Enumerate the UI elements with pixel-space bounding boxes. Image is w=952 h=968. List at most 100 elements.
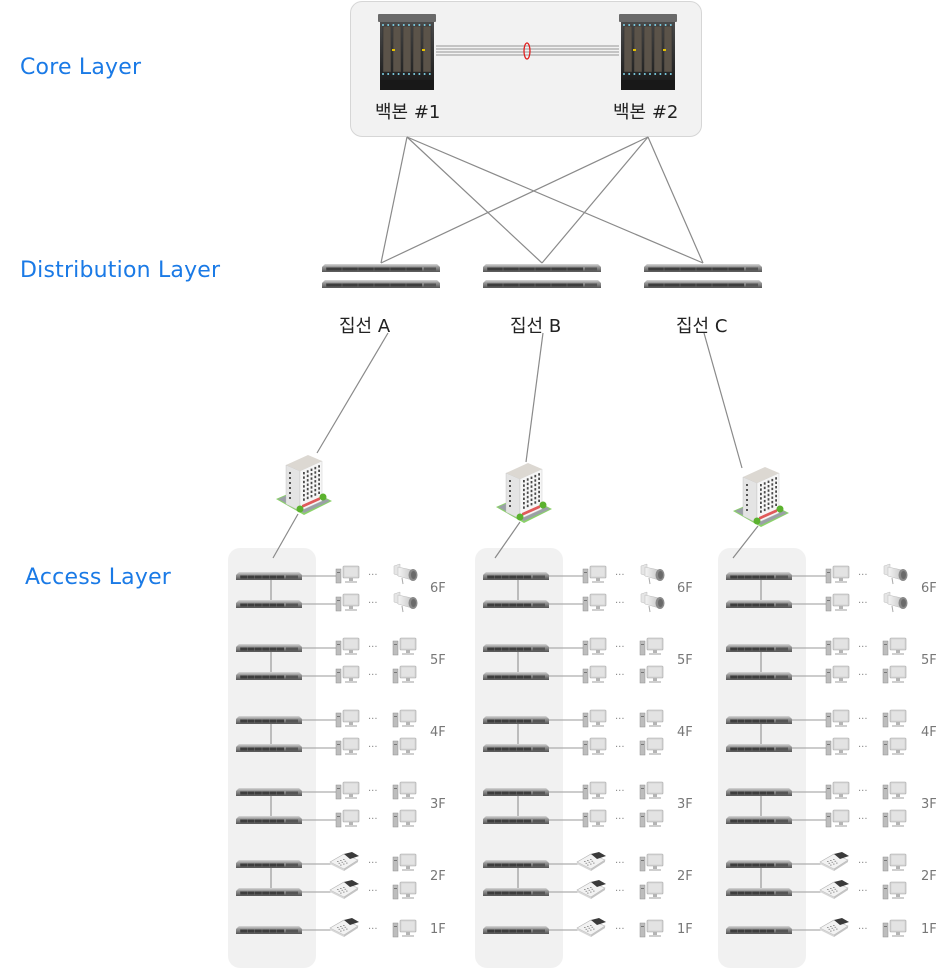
dist-switch-top (644, 264, 762, 272)
ip-phone-icon (576, 852, 606, 871)
pc-icon (882, 881, 907, 900)
floor-label: 6F (677, 581, 693, 596)
access-switch (236, 716, 302, 724)
access-panel-a (228, 548, 316, 968)
pc-icon (392, 665, 417, 684)
distribution-to-building-link (525, 332, 544, 463)
pc-icon (392, 853, 417, 872)
pc-icon (639, 709, 664, 728)
pc-icon (392, 637, 417, 656)
building-to-access-link (732, 525, 759, 559)
pc-icon (639, 781, 664, 800)
ellipsis-text: ··· (858, 786, 868, 797)
pc-icon (882, 919, 907, 938)
access-switch (726, 744, 792, 752)
cctv-camera-icon (640, 591, 665, 613)
ip-phone-icon (819, 880, 849, 899)
pc-icon (825, 593, 850, 612)
floor-label: 5F (921, 653, 937, 668)
floor-label: 4F (430, 725, 446, 740)
ellipsis-text: ··· (615, 924, 625, 935)
core-router-2 (619, 14, 677, 90)
dist-switch-top (322, 264, 440, 272)
ellipsis-text: ··· (368, 598, 378, 609)
access-switch (483, 744, 549, 752)
pc-icon (335, 665, 360, 684)
building-icon (276, 455, 332, 515)
core-to-distribution-link (647, 136, 704, 264)
ellipsis-text: ··· (858, 858, 868, 869)
ellipsis-text: ··· (858, 814, 868, 825)
cctv-camera-icon (393, 591, 418, 613)
access-switch (483, 816, 549, 824)
distribution-to-building-link (316, 332, 389, 454)
access-panel-c (718, 548, 806, 968)
floor-label: 2F (921, 869, 937, 884)
ellipsis-text: ··· (615, 858, 625, 869)
distribution-layer-label: Distribution Layer (20, 258, 221, 283)
pc-icon (582, 781, 607, 800)
access-switch (726, 926, 792, 934)
access-switch (726, 716, 792, 724)
ellipsis-text: ··· (615, 598, 625, 609)
pc-icon (825, 565, 850, 584)
access-switch (726, 888, 792, 896)
access-switch (726, 860, 792, 868)
ip-phone-icon (819, 918, 849, 937)
ellipsis-text: ··· (615, 786, 625, 797)
pc-icon (335, 737, 360, 756)
pc-icon (335, 637, 360, 656)
cctv-camera-icon (883, 563, 908, 585)
pc-icon (392, 781, 417, 800)
core-to-distribution-link (406, 136, 543, 264)
ellipsis-text: ··· (368, 570, 378, 581)
ip-phone-icon (576, 918, 606, 937)
pc-icon (392, 709, 417, 728)
pc-icon (882, 781, 907, 800)
access-switch (483, 572, 549, 580)
floor-label: 2F (430, 869, 446, 884)
pc-icon (639, 665, 664, 684)
floor-label: 1F (921, 922, 937, 937)
core-layer-label: Core Layer (20, 55, 142, 80)
ip-phone-icon (329, 880, 359, 899)
pc-icon (882, 737, 907, 756)
floor-label: 1F (677, 922, 693, 937)
pc-icon (582, 665, 607, 684)
pc-icon (882, 709, 907, 728)
floor-label: 1F (430, 922, 446, 937)
ellipsis-text: ··· (858, 714, 868, 725)
pc-icon (582, 737, 607, 756)
building-icon (496, 463, 552, 523)
pc-icon (582, 809, 607, 828)
access-switch (236, 926, 302, 934)
pc-icon (882, 665, 907, 684)
pc-icon (392, 737, 417, 756)
building-to-access-link (272, 513, 299, 559)
core-to-distribution-link (541, 136, 649, 264)
core-to-distribution-link (380, 136, 649, 264)
pc-icon (392, 881, 417, 900)
access-switch (726, 672, 792, 680)
ellipsis-text: ··· (368, 742, 378, 753)
pc-icon (392, 809, 417, 828)
ellipsis-text: ··· (615, 714, 625, 725)
distribution-to-building-link (703, 332, 743, 469)
pc-icon (582, 709, 607, 728)
pc-icon (825, 709, 850, 728)
core-router-1 (378, 14, 436, 90)
access-switch (236, 744, 302, 752)
dist-switch-bottom (322, 280, 440, 288)
ellipsis-text: ··· (858, 642, 868, 653)
pc-icon (335, 593, 360, 612)
pc-icon (825, 665, 850, 684)
access-switch (236, 860, 302, 868)
core-device-label-2: 백본 #2 (613, 102, 679, 123)
core-device-label-1: 백본 #1 (375, 102, 441, 123)
access-switch (726, 816, 792, 824)
core-to-distribution-link (406, 136, 704, 264)
access-switch (483, 788, 549, 796)
ellipsis-text: ··· (615, 886, 625, 897)
floor-label: 5F (677, 653, 693, 668)
ellipsis-text: ··· (858, 670, 868, 681)
